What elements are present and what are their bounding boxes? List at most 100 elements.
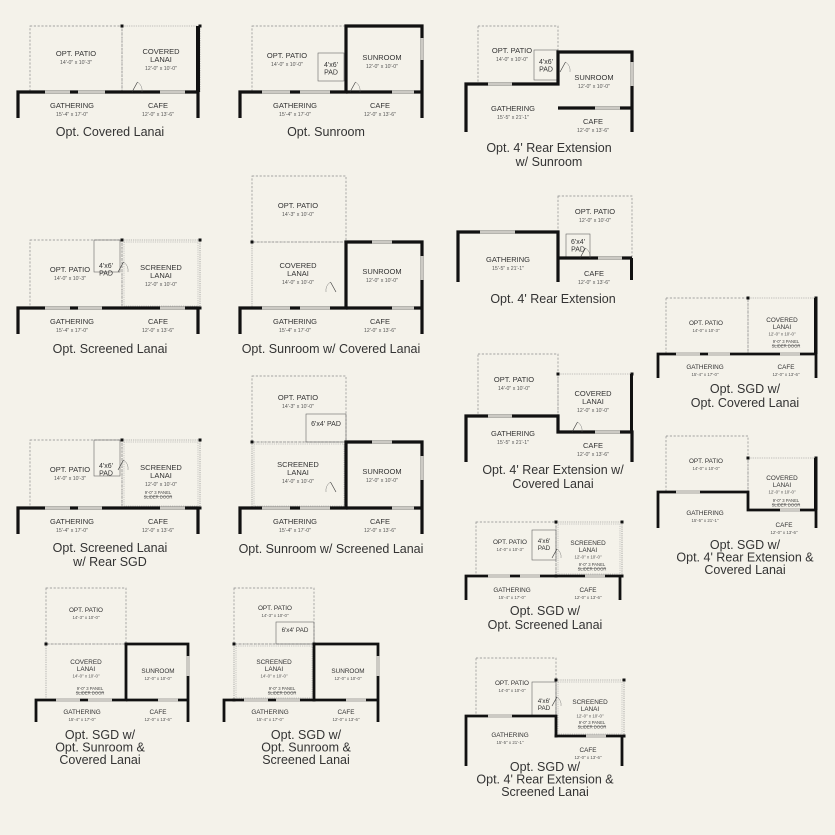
room-name: GATHERING <box>491 732 528 739</box>
window <box>45 306 70 310</box>
window <box>595 430 620 434</box>
exterior-wall <box>16 506 200 534</box>
pad-outline <box>531 529 557 561</box>
window <box>244 698 268 702</box>
room-name: OPT. PATIO <box>689 458 723 465</box>
room-name: LANAI <box>287 468 309 477</box>
room-name: CAFE <box>584 269 604 278</box>
plan-caption: Opt. 4' Rear Extension <box>486 141 611 155</box>
room-name: LANAI <box>773 482 792 489</box>
room-dimension: 12'-0" x 10'-0" <box>145 66 177 72</box>
window <box>186 656 190 676</box>
pad-label: PAD <box>571 247 585 254</box>
slider-door-label: SLIDER DOOR <box>76 691 105 696</box>
pad-outline <box>317 52 345 82</box>
window <box>262 506 290 510</box>
room-name: LANAI <box>581 706 600 713</box>
slider-door-label: 9'-0" 3 PANEL <box>145 490 172 495</box>
room-name: CAFE <box>148 517 168 526</box>
room-name: GATHERING <box>273 517 317 526</box>
pad-outline <box>305 413 347 443</box>
pad-label: 4'x6' <box>539 59 553 66</box>
plan-caption: Opt. SGD w/ <box>510 604 581 618</box>
window <box>598 256 622 260</box>
room-dimension: 15'-5" x 21'-1" <box>691 518 719 523</box>
window <box>630 62 634 86</box>
room-name: GATHERING <box>50 101 94 110</box>
window <box>488 414 512 418</box>
room-name: OPT. PATIO <box>689 320 723 327</box>
window <box>595 106 620 110</box>
room-name: LANAI <box>77 666 96 673</box>
room-dimension: 12'-0" x 10'-0" <box>144 676 172 681</box>
slider-door-label: 9'-0" 3 PANEL <box>579 562 606 567</box>
room-name: COVERED <box>279 261 317 270</box>
room-name: GATHERING <box>686 364 723 371</box>
pad-label: PAD <box>324 70 338 77</box>
window <box>420 456 424 480</box>
window <box>158 698 178 702</box>
exterior-wall <box>464 574 622 600</box>
window <box>45 90 70 94</box>
room-name: SUNROOM <box>141 668 174 675</box>
room-dimension: 12'-0" x 10'-0" <box>577 408 609 414</box>
room-dimension: 15'-4" x 17'-0" <box>691 372 719 377</box>
plan-caption: Opt. SGD w/ <box>65 728 136 742</box>
room-name: CAFE <box>148 317 168 326</box>
optional-patio-outline <box>475 657 557 717</box>
room-dimension: 14'-0" x 10'-3" <box>496 547 524 552</box>
window <box>300 90 330 94</box>
pad-label: 4'x6' <box>99 463 113 470</box>
plan-caption: Opt. SGD w/ <box>710 538 781 552</box>
room-name: GATHERING <box>491 429 535 438</box>
door-swing <box>551 696 562 707</box>
pad-label: 4'x6' <box>99 263 113 270</box>
room-name: LANAI <box>150 55 172 64</box>
room-name: SCREENED <box>256 659 292 666</box>
room-dimension: 15'-5" x 21'-1" <box>496 740 524 745</box>
room-dimension: 15'-4" x 17'-0" <box>68 717 96 722</box>
room-name: OPT. PATIO <box>493 539 527 546</box>
room-name: OPT. PATIO <box>69 607 103 614</box>
window <box>262 90 290 94</box>
pad-label: 4'x6' <box>538 698 551 705</box>
window <box>160 90 185 94</box>
optional-patio-outline <box>477 25 559 85</box>
exterior-wall <box>656 352 818 378</box>
room-name: CAFE <box>776 522 793 529</box>
pad-label: 6'x4' <box>571 239 585 246</box>
plan-caption: Opt. Sunroom & <box>55 741 145 755</box>
room-name: CAFE <box>778 364 795 371</box>
room-name: CAFE <box>338 709 355 716</box>
room-dimension: 14'-0" x 10'-0" <box>496 57 528 63</box>
room-dimension: 14'-0" x 10'-0" <box>498 688 526 693</box>
window <box>392 306 414 310</box>
plan-caption: Covered Lanai <box>59 753 140 767</box>
window <box>45 506 70 510</box>
room-dimension: 12'-0" x 10'-0" <box>768 332 796 337</box>
slider-door-label: 9'-0" 3 PANEL <box>579 720 606 725</box>
room-name: SCREENED <box>572 699 608 706</box>
room-name: SUNROOM <box>362 267 401 276</box>
room-dimension: 12'-0" x 13'-6" <box>578 280 610 286</box>
room-dimension: 12'-0" x 13'-6" <box>574 595 602 600</box>
room-name: SUNROOM <box>331 668 364 675</box>
room-name: COVERED <box>766 475 798 482</box>
room-name: CAFE <box>148 101 168 110</box>
exterior-wall <box>656 490 818 528</box>
room-name: LANAI <box>579 547 598 554</box>
room-dimension: 12'-0" x 13'-6" <box>574 755 602 760</box>
room-name: OPT. PATIO <box>267 51 307 60</box>
pad-label: 6'x4' PAD <box>311 421 341 428</box>
room-name: GATHERING <box>686 510 723 517</box>
window <box>586 734 606 738</box>
plan-caption: Opt. Screened Lanai <box>488 618 603 632</box>
plan-caption: Covered Lanai <box>512 477 593 491</box>
window <box>78 90 105 94</box>
window <box>346 698 366 702</box>
